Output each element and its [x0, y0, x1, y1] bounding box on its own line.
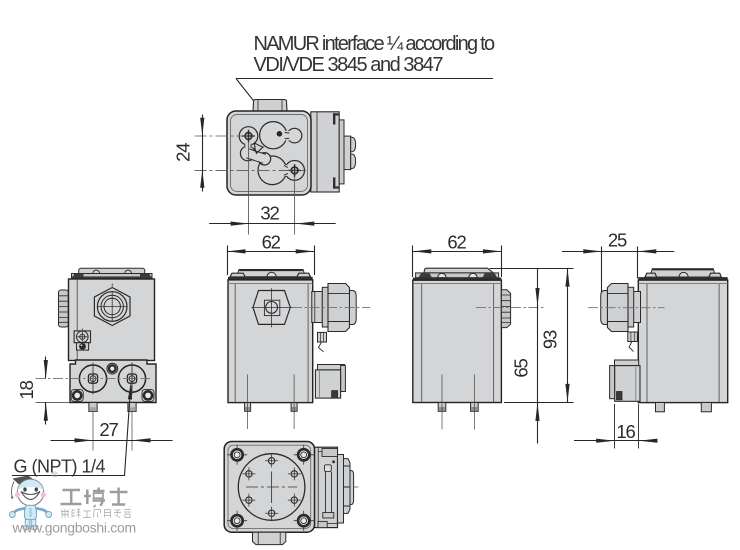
svg-text:62: 62: [262, 232, 281, 253]
svg-text:www.gongboshi.com: www.gongboshi.com: [12, 520, 136, 536]
svg-text:65: 65: [511, 359, 532, 378]
svg-text:VDI/VDE 3845 and 3847: VDI/VDE 3845 and 3847: [254, 54, 444, 76]
svg-text:32: 32: [260, 203, 279, 224]
svg-text:62: 62: [447, 232, 466, 253]
svg-text:G (NPT) 1/4: G (NPT) 1/4: [14, 456, 106, 476]
svg-text:16: 16: [616, 421, 635, 442]
svg-text:25: 25: [608, 229, 627, 250]
svg-text:R: R: [53, 472, 56, 477]
svg-text:NAMUR interface ¼ according to: NAMUR interface ¼ according to: [254, 33, 495, 55]
svg-text:93: 93: [540, 330, 561, 349]
svg-text:24: 24: [173, 143, 194, 162]
svg-text:18: 18: [16, 380, 37, 399]
svg-text:27: 27: [99, 419, 118, 440]
